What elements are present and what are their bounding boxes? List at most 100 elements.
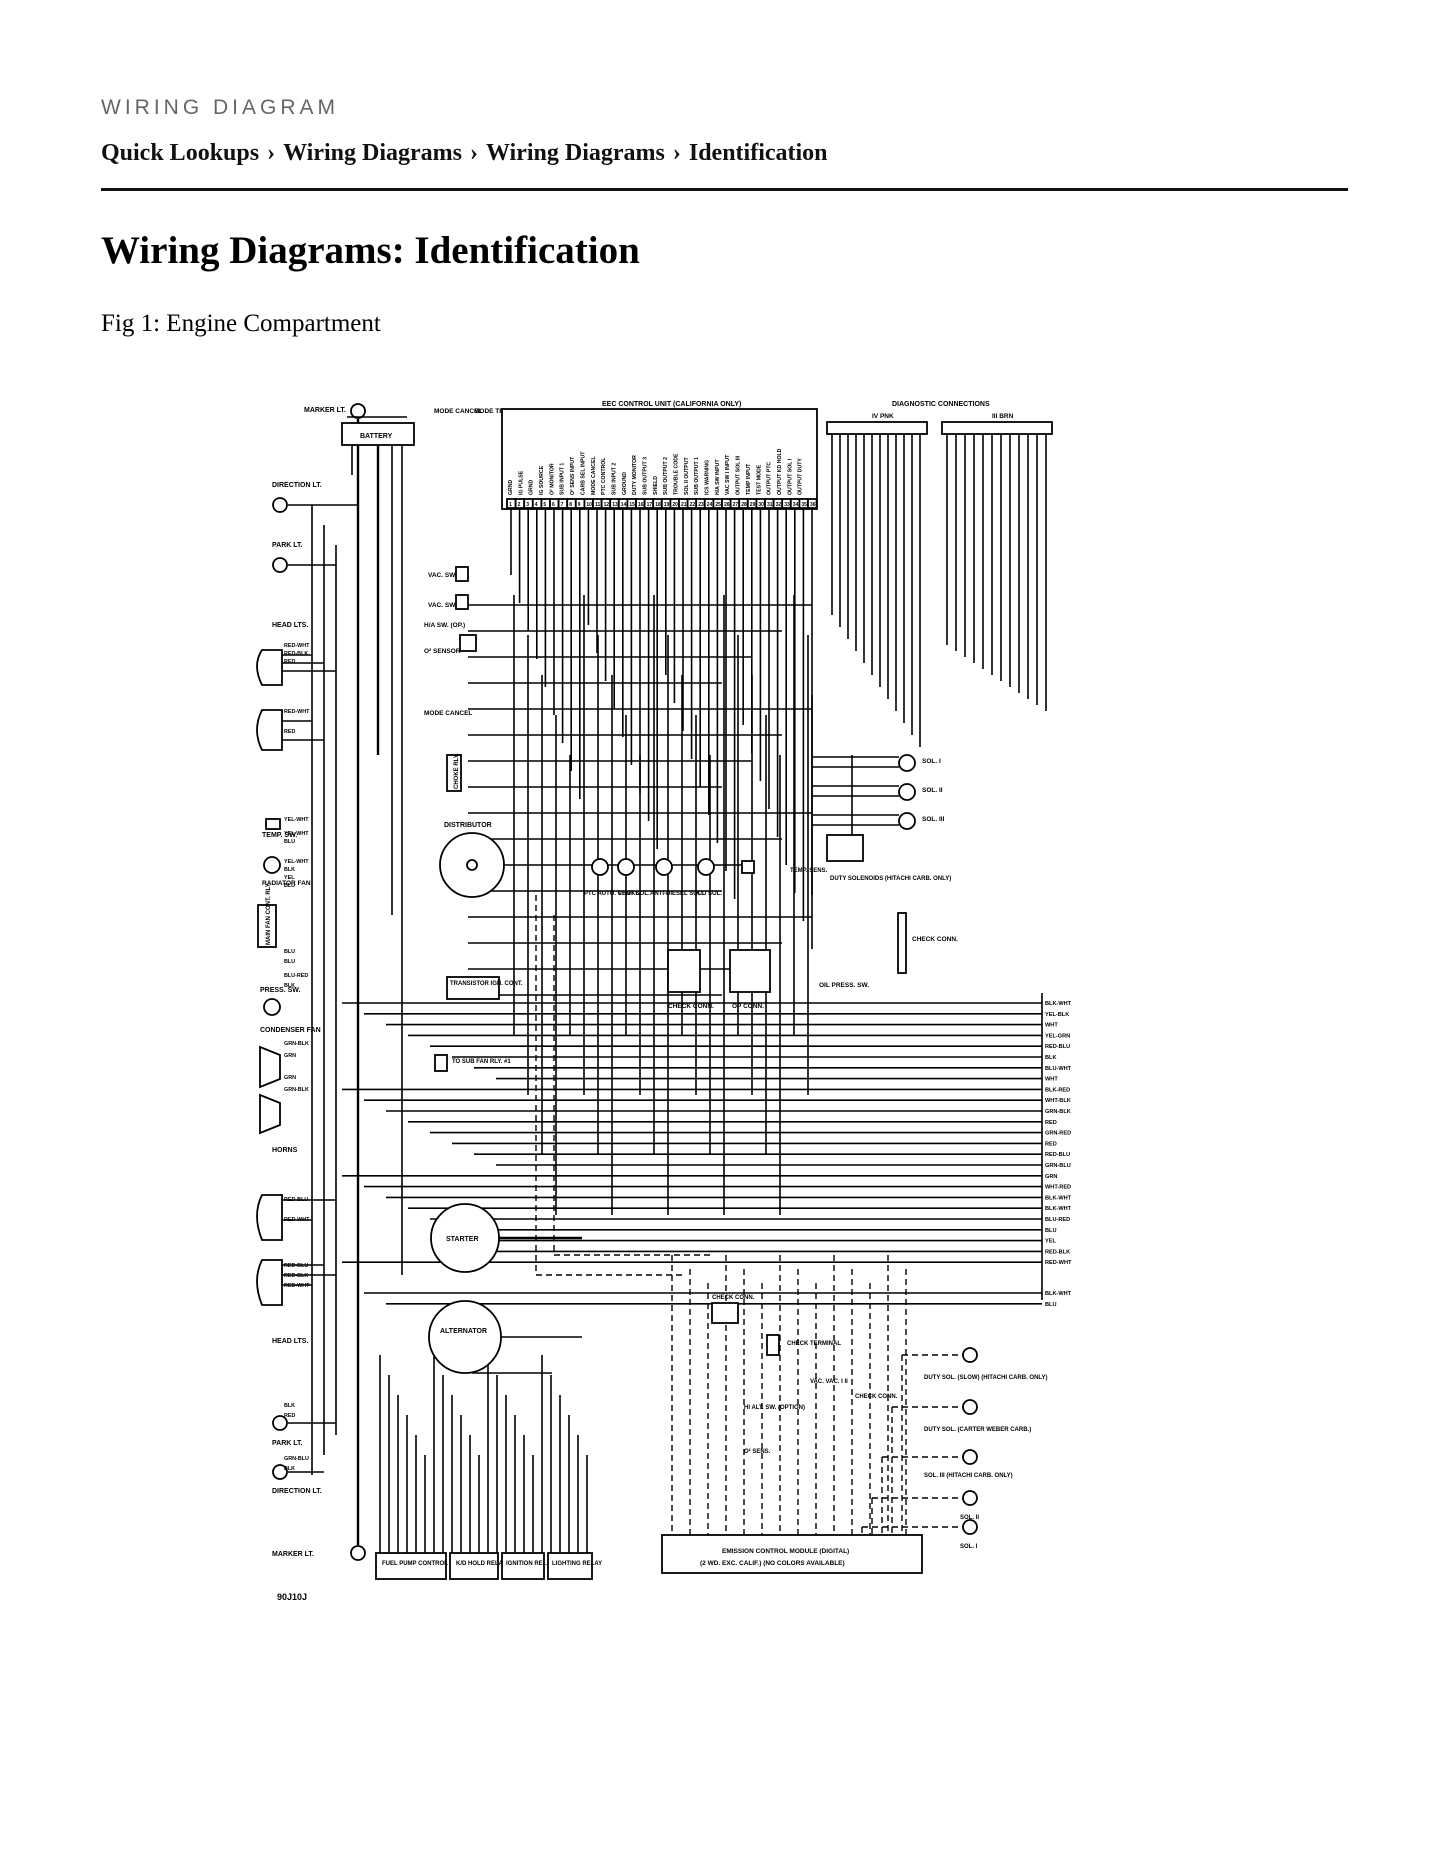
battery-box: [341, 422, 415, 446]
choke-rly-label: CHOKE RLY.: [454, 753, 460, 789]
page-title: Wiring Diagrams: Identification: [101, 229, 640, 272]
headlamp-icon: [256, 649, 283, 686]
direction-lamp-icon: [272, 1464, 288, 1480]
eec-terminal-number: 31: [767, 502, 773, 508]
left-wire-label: BLK: [284, 1403, 295, 1409]
left-wire-label: GRN-BLK: [284, 1041, 309, 1047]
eec-pin-label: O² SENS INPUT: [570, 456, 576, 495]
figure-caption: Fig 1: Engine Compartment: [101, 310, 381, 337]
transistor-ign-box: [446, 976, 500, 1000]
eec-terminal-number: 24: [707, 502, 713, 508]
left-wire-label: RED-WHT: [284, 643, 310, 649]
marker-lt-bottom-label: MARKER LT.: [272, 1551, 314, 1558]
park-lamp-icon: [272, 1415, 288, 1431]
left-wire-label: YEL: [284, 875, 295, 881]
eec-terminal-number: 14: [621, 502, 627, 508]
vent-sol-label: VENT SOL.: [618, 891, 650, 897]
hi-alt-sw-label: HI ALT. SW. (OPTION): [744, 1405, 805, 1411]
o2-sensor-label: O² SENSOR: [424, 648, 461, 655]
right-wire-label: BLU: [1045, 1228, 1057, 1234]
left-wire-label: RED-BLU: [284, 1263, 308, 1269]
duty-sol-carter-icon: [962, 1399, 978, 1415]
sol-1-icon: [898, 754, 916, 772]
right-wire-label: RED: [1045, 1141, 1057, 1147]
breadcrumb-item-wiring-diagrams-sub[interactable]: Wiring Diagrams: [485, 140, 665, 166]
eec-pin-label: OUTPUT PTC: [767, 462, 773, 495]
breadcrumb-item-identification: Identification: [688, 140, 828, 166]
emission-note-label: (2 WD. EXC. CALIF.) (NO COLORS AVAILABLE…: [700, 1560, 845, 1567]
eec-pin-label: VAC SW I INPUT: [725, 454, 731, 495]
vent-sol-icon: [617, 858, 635, 876]
eec-terminal-number: 26: [724, 502, 730, 508]
check-conn-lower-label: CHECK CONN.: [712, 1295, 755, 1301]
right-wire-label: BLK-WHT: [1045, 1001, 1072, 1007]
emission-module-box: [661, 1534, 923, 1574]
eec-terminal-number: 2: [518, 502, 521, 508]
kd-hold-label: K/D HOLD RELAY: [456, 1561, 506, 1567]
breadcrumb-item-wiring-diagrams[interactable]: Wiring Diagrams: [283, 140, 462, 166]
transistor-ign-label: TRANSISTOR IGN. CONT.: [450, 981, 523, 987]
eec-pin-label: TEMP INPUT: [746, 463, 752, 495]
vac-vac-label: VAC. VAC. I II: [810, 1379, 848, 1385]
eec-terminal-number: 12: [604, 502, 610, 508]
right-wire-label: BLK-WHT: [1045, 1206, 1072, 1212]
duty-solenoid-box: [826, 834, 864, 862]
left-wire-label: BLU: [284, 883, 295, 889]
sol-2-icon: [898, 783, 916, 801]
right-wire-label: BLK-RED: [1045, 1087, 1070, 1093]
condenser-fan-label: CONDENSER FAN: [260, 1027, 321, 1034]
check-conn-right-box: [897, 912, 907, 974]
ignition-relay-box: [501, 1552, 545, 1580]
right-wire-label: BLU-RED: [1045, 1217, 1070, 1223]
left-wire-label: RED: [284, 659, 295, 665]
eec-terminal-number: 21: [681, 502, 687, 508]
eec-terminal-number: 1: [509, 502, 512, 508]
head-lts-bottom-label: HEAD LTS.: [272, 1338, 308, 1345]
starter-label: STARTER: [446, 1236, 479, 1243]
eec-terminal-number: 18: [655, 502, 661, 508]
right-wire-label: BLK-WHT: [1045, 1291, 1072, 1297]
ptc-choke-icon: [591, 858, 609, 876]
o2-sensor-box: [459, 634, 477, 652]
anti-diesel-label: ANTI-DIESEL SOL.: [650, 891, 704, 897]
o2-sens-label: O² SENS.: [744, 1448, 771, 1455]
left-wire-labels: RED-WHTRED-BLKREDRED-WHTREDYEL-WHTYEL-WH…: [284, 643, 310, 1472]
eec-terminal-number: 22: [690, 502, 696, 508]
headlamp-icon: [256, 1194, 283, 1241]
left-wire-label: RED-WHT: [284, 709, 310, 715]
check-conn-label: CHECK CONN.: [668, 1003, 714, 1010]
main-fan-relay-label: MAIN FAN CONT. RLY.: [266, 882, 272, 945]
ha-sw-label: H/A SW. (OP.): [424, 622, 465, 629]
direction-lt-bottom-label: DIRECTION LT.: [272, 1488, 322, 1495]
fan-motor-icon: [263, 856, 281, 874]
breadcrumb-item-quick-lookups[interactable]: Quick Lookups: [101, 140, 260, 166]
breadcrumb-separator: ›: [267, 140, 276, 166]
eec-pin-label: MODE CANCEL: [591, 456, 597, 495]
to-sub-fan-label: TO SUB FAN RLY. #1: [452, 1059, 511, 1065]
anti-diesel-icon: [655, 858, 673, 876]
park-lt-bottom-label: PARK LT.: [272, 1440, 303, 1447]
right-wire-label: RED-WHT: [1045, 1260, 1072, 1266]
op-conn-box: [729, 949, 771, 993]
left-wire-label: BLU: [284, 839, 295, 845]
eec-pin-label: IG PULSE: [518, 470, 524, 495]
eec-pin-label: SUB OUTPUT 1: [694, 457, 700, 495]
eec-terminal-number: 20: [672, 502, 678, 508]
eec-terminal-number: 3: [526, 502, 529, 508]
sol-3-hitachi-label: SOL. III (HITACHI CARB. ONLY): [924, 1473, 1013, 1479]
eec-terminal-number: 32: [776, 502, 782, 508]
kd-sol-icon: [697, 858, 715, 876]
right-wire-label: RED-BLU: [1045, 1044, 1070, 1050]
eec-pin-label: IG SOURCE: [539, 465, 545, 495]
right-wire-label: YEL-GRN: [1045, 1033, 1070, 1039]
vac-sw-1-label: VAC. SW. I: [428, 602, 461, 609]
right-wire-label: GRN-RED: [1045, 1131, 1071, 1137]
figure-id-label: 90J10J: [277, 1592, 307, 1602]
vac-switch-2-box: [455, 566, 469, 582]
eec-terminal-number: 19: [664, 502, 670, 508]
eec-terminal-number: 10: [586, 502, 592, 508]
left-wire-label: RED-BLU: [284, 1197, 308, 1203]
sol-3-label: SOL. III: [922, 816, 945, 823]
check-terminal-label: CHECK TERMINAL: [787, 1341, 841, 1347]
left-wire-label: RED-WHT: [284, 1283, 310, 1289]
